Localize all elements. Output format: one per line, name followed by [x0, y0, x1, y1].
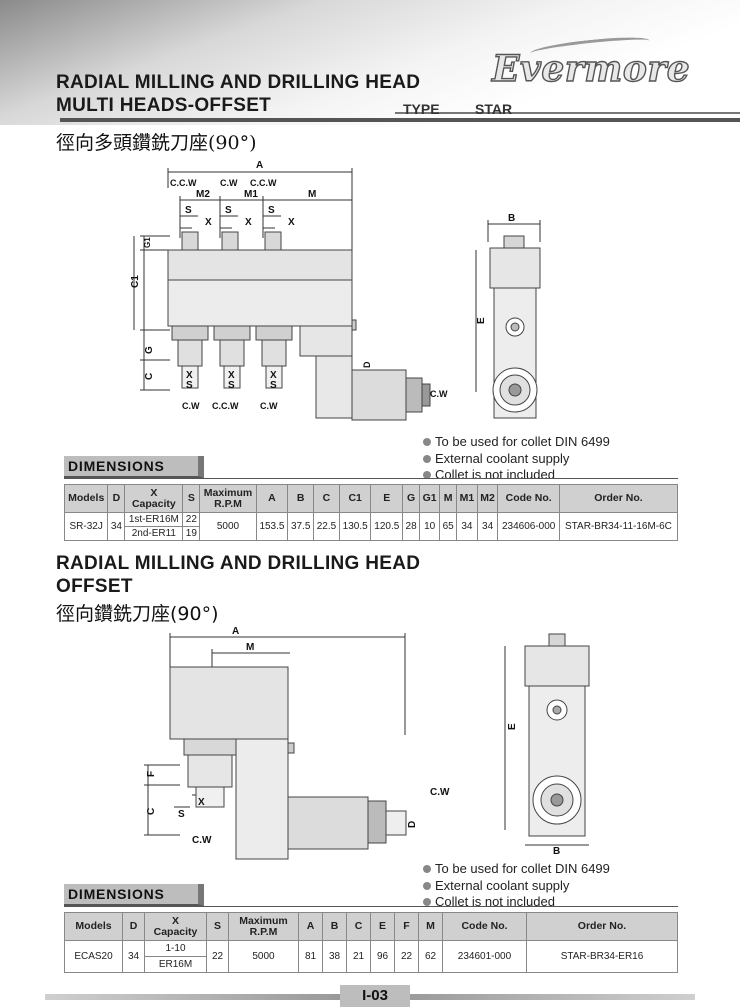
dimensions-tag-2: DIMENSIONS: [64, 884, 204, 906]
section2-title-line1: RADIAL MILLING AND DRILLING HEAD: [56, 553, 421, 574]
svg-text:C.W: C.W: [260, 401, 278, 411]
brand-logo: Evermore: [491, 47, 691, 90]
svg-text:S: S: [185, 205, 192, 216]
svg-text:C: C: [144, 373, 155, 380]
notes-list-2: To be used for collet DIN 6499 External …: [423, 861, 610, 911]
offset-head-side-drawing: B E: [495, 630, 595, 857]
cn-title-1: 徑向多頭鑽銑刀座(90°): [56, 132, 257, 154]
svg-text:B: B: [508, 213, 515, 224]
svg-text:S: S: [225, 205, 232, 216]
svg-text:G1: G1: [143, 237, 152, 248]
section2-title-line2: OFFSET: [56, 576, 133, 597]
svg-text:X: X: [245, 217, 252, 228]
svg-text:S: S: [178, 809, 185, 820]
note-item: External coolant supply: [423, 878, 610, 895]
dim-label-a: A: [256, 160, 263, 171]
notes-list-1: To be used for collet DIN 6499 External …: [423, 434, 610, 484]
svg-text:C1: C1: [130, 275, 141, 288]
rot-label: C.C.W: [170, 178, 197, 188]
dimensions-tag-1: DIMENSIONS: [64, 456, 204, 478]
svg-text:S: S: [268, 205, 275, 216]
svg-text:X: X: [288, 217, 295, 228]
note-item: Collet is not included: [423, 894, 610, 911]
svg-text:X: X: [270, 370, 277, 381]
svg-text:X: X: [228, 370, 235, 381]
note-item: External coolant supply: [423, 451, 610, 468]
note-item: To be used for collet DIN 6499: [423, 861, 610, 878]
svg-text:E: E: [476, 317, 487, 324]
svg-text:C.W: C.W: [182, 401, 200, 411]
svg-text:C.W: C.W: [430, 787, 450, 798]
page-title-line1: RADIAL MILLING AND DRILLING HEAD: [56, 72, 421, 93]
svg-text:A: A: [232, 626, 239, 637]
svg-text:F: F: [146, 771, 157, 777]
table-row: ECAS20 34 1-10 22 5000 81 38 21 96 22 62…: [64, 940, 678, 973]
note-item: Collet is not included: [423, 467, 610, 484]
svg-text:C.C.W: C.C.W: [250, 178, 277, 188]
multi-head-side-drawing: B E: [470, 212, 550, 422]
svg-text:S: S: [270, 380, 277, 391]
svg-text:X: X: [186, 370, 193, 381]
svg-text:C: C: [146, 808, 157, 815]
dimensions-rule-1: [64, 478, 678, 479]
svg-text:S: S: [228, 380, 235, 391]
note-item: To be used for collet DIN 6499: [423, 434, 610, 451]
svg-text:C.W: C.W: [220, 178, 238, 188]
cn-title-2: 徑向鑽銑刀座(90°): [56, 603, 219, 625]
table-row: ER16M: [65, 956, 678, 973]
offset-head-front-drawing: A M F C S X D C.W C.W: [140, 625, 465, 865]
svg-text:C.C.W: C.C.W: [212, 401, 239, 411]
svg-text:M: M: [246, 642, 254, 653]
type-label: TYPE: [403, 101, 440, 117]
type-value: STAR: [475, 101, 513, 117]
svg-text:S: S: [186, 380, 193, 391]
svg-text:B: B: [553, 846, 560, 855]
dimensions-rule-2: [64, 906, 678, 907]
svg-text:M1: M1: [244, 189, 258, 200]
svg-text:D: D: [362, 361, 372, 368]
svg-text:E: E: [507, 723, 518, 730]
svg-text:D: D: [407, 821, 418, 828]
multi-head-front-drawing: A C.C.W C.W C.C.W M2 M1 M S S S X X X G1…: [130, 158, 470, 433]
svg-text:X: X: [205, 217, 212, 228]
table-row: SR-32J 34 1st-ER16M 22 5000 153.5 37.5 2…: [63, 512, 679, 541]
svg-text:M: M: [308, 189, 316, 200]
header-rule-thin: [395, 112, 740, 114]
svg-text:G: G: [144, 346, 155, 354]
svg-text:X: X: [198, 797, 205, 808]
header-background: [0, 0, 740, 125]
svg-text:C.W: C.W: [430, 389, 448, 399]
page-number: I-03: [340, 985, 410, 1007]
svg-text:C.W: C.W: [192, 835, 212, 846]
header-rule: [60, 118, 740, 122]
svg-text:M2: M2: [196, 189, 210, 200]
table-row: 2nd-ER11 19: [65, 526, 678, 541]
page-title-line2: MULTI HEADS-OFFSET: [56, 95, 272, 116]
